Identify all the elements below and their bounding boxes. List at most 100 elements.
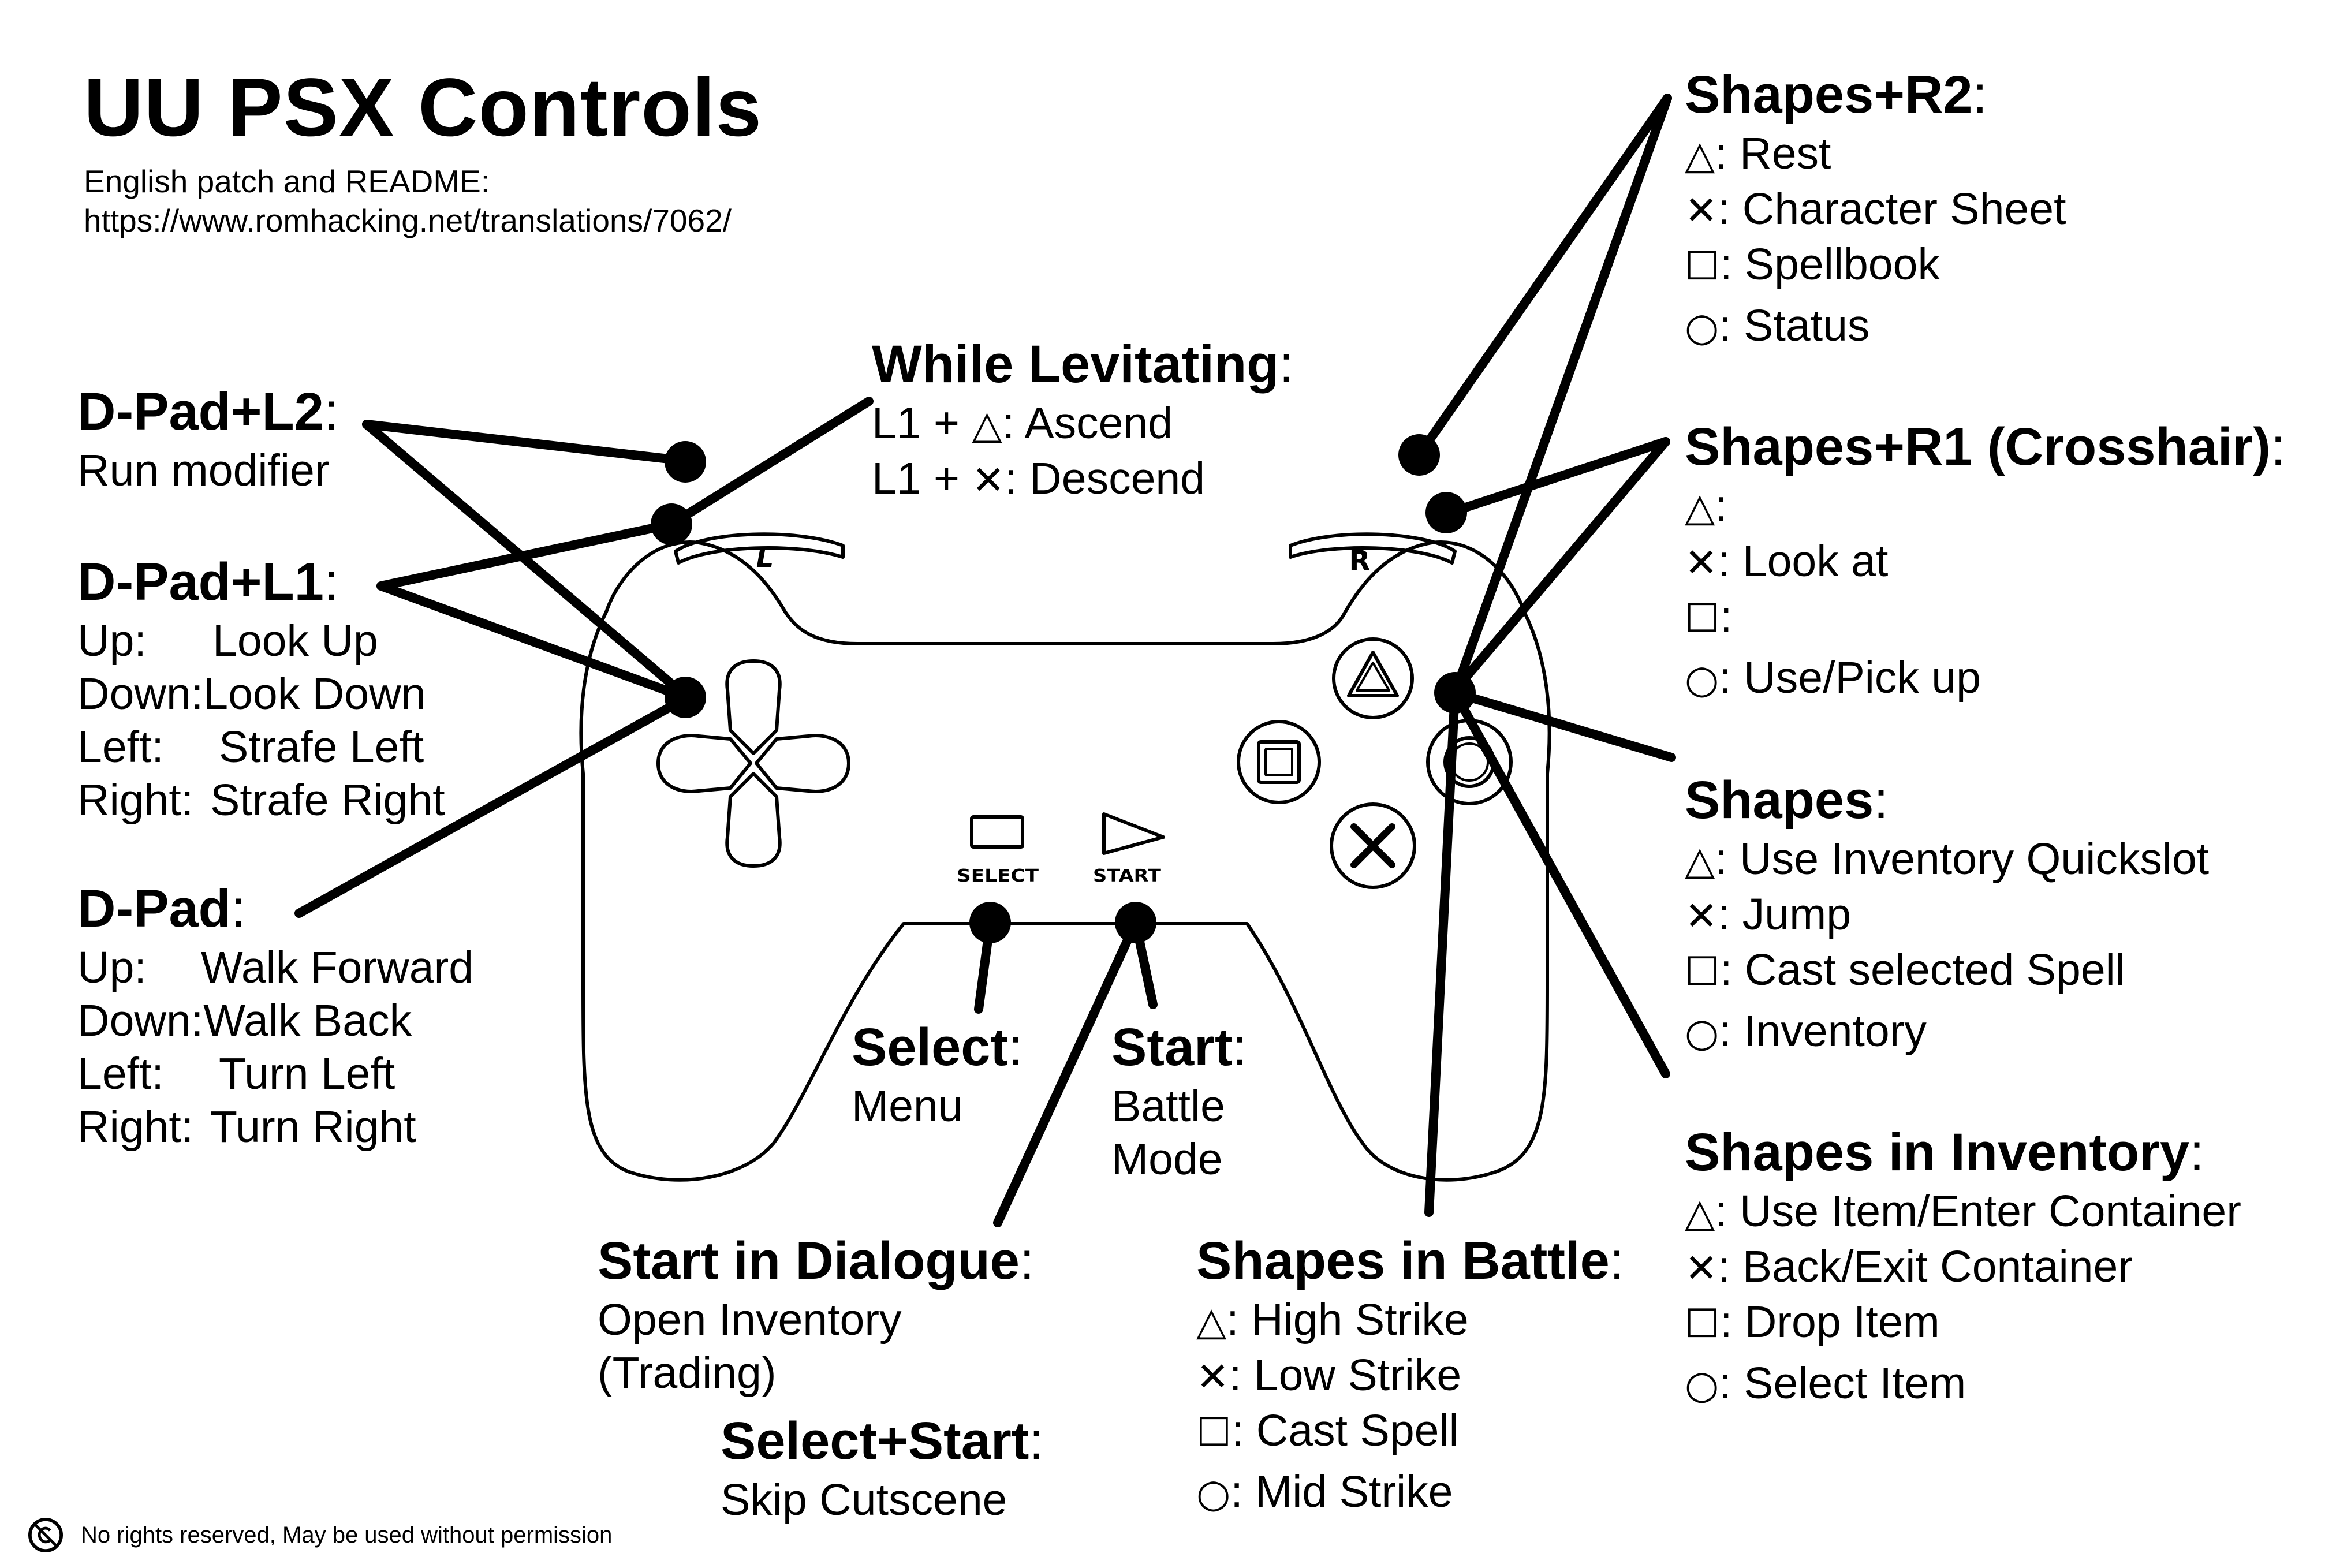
section-shapes: Shapes: △: Use Inventory Quickslot ✕: Ju… xyxy=(1685,768,2209,1060)
callout-shapes-r2-buttons xyxy=(1450,94,1672,697)
section-line: △: High Strike xyxy=(1196,1295,1469,1345)
section-line: ✕: Low Strike xyxy=(1196,1350,1462,1400)
callout-shapes-r1-buttons xyxy=(1449,437,1670,696)
section-title: D-Pad+L1: xyxy=(77,552,339,611)
section-line: Menu xyxy=(852,1081,963,1131)
section-line: Down:Look Down xyxy=(77,669,426,719)
square-icon: ☐ xyxy=(1685,1301,1720,1347)
section-select: Select: Menu xyxy=(852,1015,1023,1133)
section-title: Select+Start: xyxy=(721,1412,1044,1470)
section-line: Left:Turn Left xyxy=(77,1049,395,1099)
section-line: △: xyxy=(1685,481,1727,531)
circle-icon: ○ xyxy=(1196,1471,1231,1517)
section-dpad-l1: D-Pad+L1: Up:Look Up Down:Look Down Left… xyxy=(77,550,445,827)
dpad-up xyxy=(725,659,782,755)
dot-shapes xyxy=(1434,672,1476,714)
section-shapes-inventory: Shapes in Inventory: △: Use Item/Enter C… xyxy=(1685,1120,2241,1412)
triangle-icon: △ xyxy=(972,402,1002,448)
dot-r1 xyxy=(1425,492,1467,533)
section-line: ○: Use/Pick up xyxy=(1685,653,1981,703)
section-title: Shapes: xyxy=(1685,771,1889,830)
cross-icon: ✕ xyxy=(1685,1246,1718,1291)
callout-levitate xyxy=(667,397,874,529)
section-dpad-l2: D-Pad+L2: Run modifier xyxy=(77,379,338,497)
section-line: Up:Walk Forward xyxy=(77,943,474,992)
select-label: SELECT xyxy=(957,866,1039,886)
cross-icon: ✕ xyxy=(1685,894,1718,939)
dpad-right xyxy=(755,734,850,793)
section-line: ○: Mid Strike xyxy=(1196,1467,1453,1517)
section-line: (Trading) xyxy=(598,1348,777,1398)
section-line: ☐: Drop Item xyxy=(1685,1297,1940,1347)
section-shapes-battle: Shapes in Battle: △: High Strike ✕: Low … xyxy=(1196,1229,1624,1521)
triangle-icon: △ xyxy=(1685,1190,1715,1236)
callout-shapes xyxy=(1450,688,1676,762)
dot-select xyxy=(969,902,1011,943)
section-line: Open Inventory xyxy=(598,1295,902,1345)
dot-dpad xyxy=(665,677,706,718)
select-button xyxy=(970,815,1024,849)
triangle-icon: △ xyxy=(1196,1299,1227,1345)
callout-shapes-battle xyxy=(1424,688,1460,1217)
start-button xyxy=(1102,812,1165,855)
cross-icon: ✕ xyxy=(1685,188,1718,234)
square-icon: ☐ xyxy=(1685,596,1720,641)
dot-r2 xyxy=(1398,434,1440,476)
section-line: Left:Strafe Left xyxy=(77,722,424,772)
callout-dpad-l2-dpad xyxy=(362,420,690,700)
section-title: While Levitating: xyxy=(872,335,1294,394)
dpad-down xyxy=(725,772,782,868)
section-line: ○: Select Item xyxy=(1685,1358,1966,1408)
r-label: R xyxy=(1349,545,1371,577)
section-line: ✕: Jump xyxy=(1685,890,1852,939)
section-line: Mode xyxy=(1111,1134,1223,1184)
circle-icon: ○ xyxy=(1685,1362,1719,1408)
section-title: Shapes+R1 (Crosshair): xyxy=(1685,417,2286,476)
subtitle: English patch and README: https://www.ro… xyxy=(84,162,732,240)
triangle-icon: △ xyxy=(1685,485,1715,531)
section-title: D-Pad: xyxy=(77,879,246,938)
callout-shapes-r1 xyxy=(1442,437,1670,518)
section-line: △: Use Inventory Quickslot xyxy=(1685,834,2210,884)
section-line: △: Rest xyxy=(1685,129,1831,178)
section-line: ☐: xyxy=(1685,592,1733,641)
section-shapes-r2: Shapes+R2: △: Rest ✕: Character Sheet ☐:… xyxy=(1685,62,2066,354)
section-shapes-r1: Shapes+R1 (Crosshair): △: ✕: Look at ☐: … xyxy=(1685,415,2285,707)
footer: No rights reserved, May be used without … xyxy=(28,1517,612,1553)
section-title: Shapes in Battle: xyxy=(1196,1231,1625,1290)
section-line: △: Use Item/Enter Container xyxy=(1685,1186,2241,1236)
section-line: ✕: Look at xyxy=(1685,536,1889,586)
section-line: ✕: Back/Exit Container xyxy=(1685,1242,2133,1291)
circle-icon: ○ xyxy=(1685,1010,1719,1056)
cross-icon: ✕ xyxy=(972,458,1005,503)
section-line: ☐: Spellbook xyxy=(1685,240,1940,289)
callout-dpad-l1 xyxy=(376,520,676,591)
section-line: Run modifier xyxy=(77,446,330,495)
circle-icon: ○ xyxy=(1685,305,1719,350)
section-line: Right:Turn Right xyxy=(77,1102,416,1152)
section-line: ○: Inventory xyxy=(1685,1006,1927,1056)
section-line: L1 + ✕: Descend xyxy=(872,454,1206,503)
section-line: Battle xyxy=(1111,1081,1225,1131)
r-bumper xyxy=(1289,532,1457,565)
callout-dpad-l2 xyxy=(362,420,689,465)
cross-button xyxy=(1330,802,1416,889)
section-title: Start: xyxy=(1111,1018,1248,1077)
square-button xyxy=(1237,720,1321,804)
section-line: ✕: Character Sheet xyxy=(1685,184,2066,234)
dpad-left xyxy=(656,734,752,793)
dot-l2 xyxy=(665,441,706,483)
cross-icon: ✕ xyxy=(1685,540,1718,586)
triangle-button xyxy=(1332,637,1414,719)
square-icon: ☐ xyxy=(1685,244,1720,289)
cross-icon: ✕ xyxy=(1196,1354,1229,1400)
no-rights-icon xyxy=(28,1517,64,1553)
square-icon: ☐ xyxy=(1196,1410,1232,1455)
circle-icon: ○ xyxy=(1685,657,1719,703)
controller-body xyxy=(579,540,1551,1182)
section-line: Up:Look Up xyxy=(77,616,378,666)
section-levitating: While Levitating: L1 + △: Ascend L1 + ✕:… xyxy=(872,332,1294,507)
subtitle-line: English patch and README: xyxy=(84,163,490,199)
callout-dpad-l1-dpad xyxy=(376,581,690,702)
